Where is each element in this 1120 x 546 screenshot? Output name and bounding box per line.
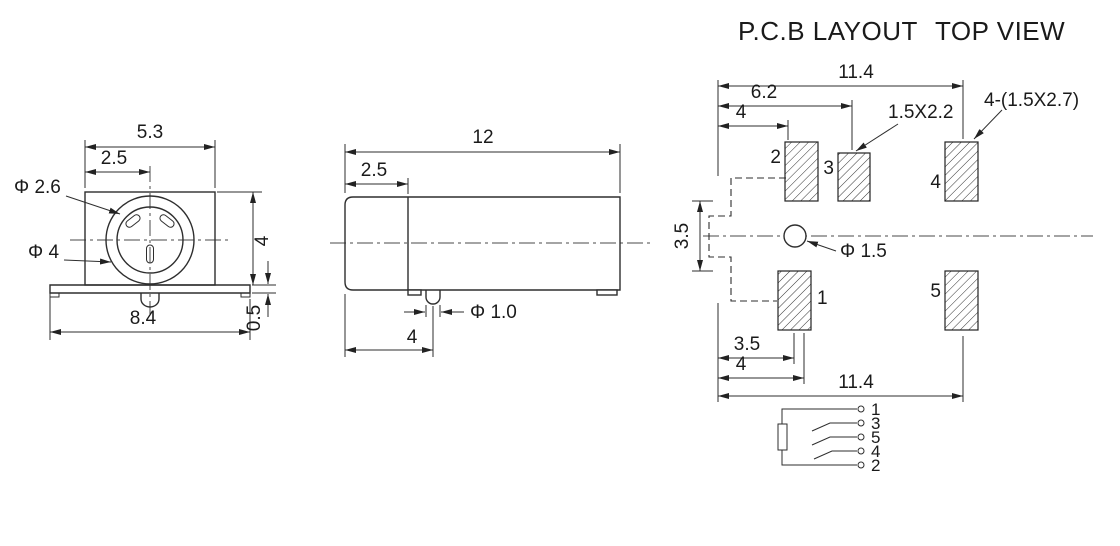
pad-5-label: 5 — [930, 281, 941, 302]
leader-front-inner-dia — [65, 195, 121, 215]
pad-1-label: 1 — [817, 288, 828, 309]
leader-hole-dia — [806, 240, 837, 252]
schematic-pin-label-2: 2 — [871, 456, 880, 475]
dim-pcb-top-width: 11.4 — [838, 62, 874, 83]
dim-pcb-bottom-width: 11.4 — [838, 372, 874, 393]
pad-3-label: 3 — [823, 158, 834, 179]
dim-side-pin-dia: Φ 1.0 — [470, 302, 517, 323]
side-view-group: 12 2.5 Φ 1.0 4 — [330, 127, 650, 357]
dim-front-top-width: 5.3 — [137, 122, 163, 143]
dim-hole-dia: Φ 1.5 — [840, 241, 887, 262]
pad-4 — [944, 141, 979, 202]
side-solder-pin — [425, 290, 441, 305]
front-flange-feet — [49, 293, 251, 298]
dim-side-length: 12 — [472, 127, 493, 148]
side-body-outline — [344, 196, 621, 291]
pad-1 — [777, 270, 812, 331]
dim-pad3-size: 1.5X2.2 — [888, 102, 954, 123]
dim-pcb-row-gap: 3.5 — [672, 223, 693, 249]
schematic-group: 1 3 5 4 2 — [777, 400, 880, 475]
top-view-title: TOP VIEW — [935, 16, 1065, 46]
dim-side-pin-position: 4 — [407, 327, 418, 348]
pad-4-label: 4 — [930, 172, 941, 193]
pcb-layout-title: P.C.B LAYOUT — [738, 16, 918, 46]
schematic-pin-label-4: 4 — [871, 442, 880, 461]
front-outer-circle — [105, 195, 195, 285]
pcb-extension-lines — [692, 80, 964, 402]
dim-front-ring-offset: 2.5 — [101, 148, 127, 169]
leader-front-outer-dia — [63, 258, 112, 265]
dim-pcb-pad3-offset: 6.2 — [751, 82, 777, 103]
front-contact-slots — [125, 214, 175, 264]
pad-2-label: 2 — [770, 147, 781, 168]
schematic-sleeve-contact — [777, 423, 788, 451]
leader-pad3-size — [855, 123, 899, 152]
schematic-pin-label-3: 3 — [871, 414, 880, 433]
front-inner-circle — [116, 206, 184, 274]
leader-pads-size — [973, 109, 1003, 140]
dim-pcb-pad2-offset: 4 — [736, 102, 747, 123]
side-left-foot — [407, 289, 422, 296]
dim-front-inner-dia: Φ 2.6 — [14, 177, 61, 198]
dim-front-height: 4 — [252, 235, 273, 246]
pad-5 — [944, 270, 979, 331]
dim-front-outer-dia: Φ 4 — [28, 242, 59, 263]
dim-pads-size: 4-(1.5X2.7) — [984, 90, 1079, 111]
front-view-group: 5.3 2.5 Φ 2.6 Φ 4 8.4 4 0.5 — [14, 122, 276, 340]
schematic-pin-label-5: 5 — [871, 428, 880, 447]
schematic-pin-terminals — [857, 405, 865, 469]
dim-side-nose: 2.5 — [361, 160, 387, 181]
pcb-center-hole — [783, 224, 807, 248]
front-center-pin — [140, 293, 160, 308]
pcb-layout-group: P.C.B LAYOUT TOP VIEW 2 3 4 1 5 Φ 1.5 — [672, 16, 1093, 402]
dim-front-thickness: 0.5 — [244, 305, 265, 331]
dim-front-base-width: 8.4 — [130, 308, 157, 329]
schematic-pin-label-1: 1 — [871, 400, 880, 419]
pad-3 — [837, 152, 871, 202]
schematic-wires — [781, 408, 857, 466]
dim-pcb-pad1-offset-b: 4 — [736, 354, 747, 375]
dim-pcb-pad1-offset-a: 3.5 — [734, 334, 760, 355]
pad-2 — [784, 141, 819, 202]
pcb-component-outline-dashed — [708, 177, 786, 302]
side-right-foot — [596, 289, 618, 296]
